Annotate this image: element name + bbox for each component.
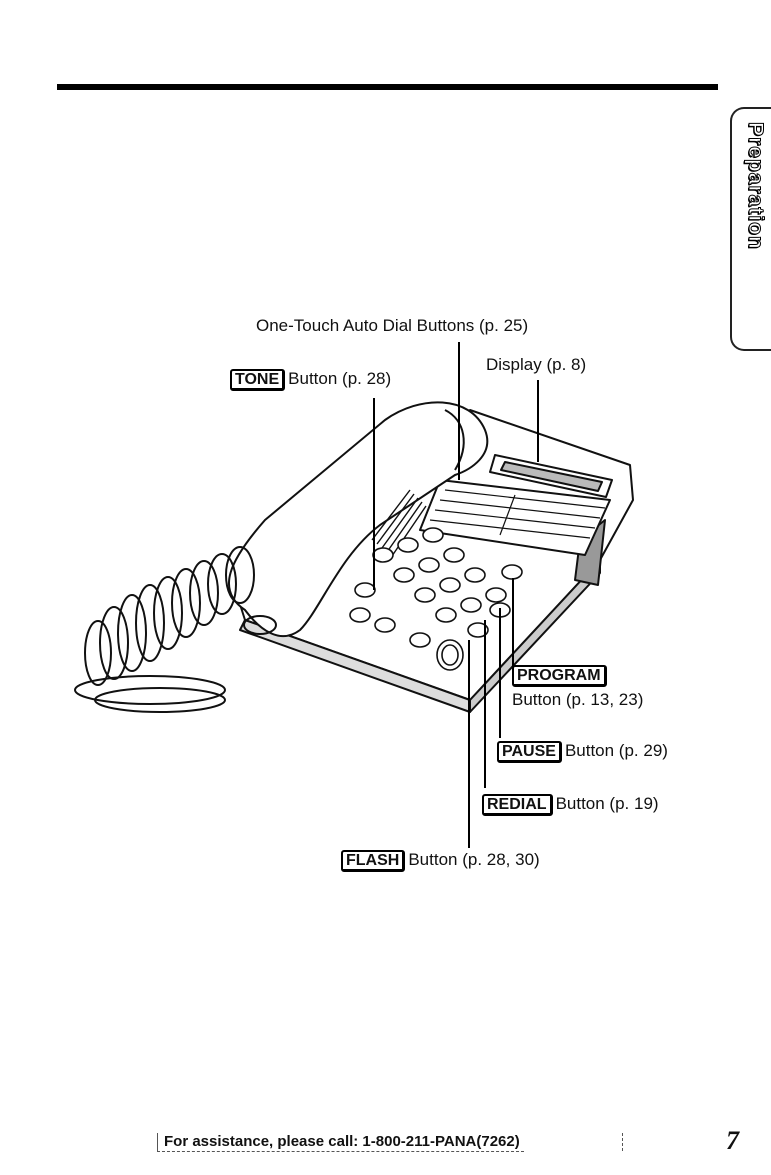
leader-tone	[373, 398, 375, 590]
redial-key: REDIAL	[482, 794, 553, 816]
leader-display	[537, 380, 539, 462]
label-one-touch: One-Touch Auto Dial Buttons (p. 25)	[256, 316, 528, 336]
page-number: 7	[726, 1126, 739, 1156]
label-program-text: Button (p. 13, 23)	[512, 690, 643, 710]
pause-key: PAUSE	[497, 741, 562, 763]
program-key: PROGRAM	[512, 665, 607, 687]
flash-key: FLASH	[341, 850, 405, 872]
leader-program	[512, 578, 514, 668]
label-program: PROGRAM	[512, 665, 610, 687]
label-display: Display (p. 8)	[486, 355, 586, 375]
leader-pause	[499, 608, 501, 738]
tone-key: TONE	[230, 369, 285, 391]
leader-redial	[484, 620, 486, 788]
leader-one-touch	[458, 342, 460, 480]
leader-flash	[468, 640, 470, 848]
footer-assistance: For assistance, please call: 1-800-211-P…	[157, 1133, 524, 1152]
footer-bracket	[620, 1133, 623, 1151]
